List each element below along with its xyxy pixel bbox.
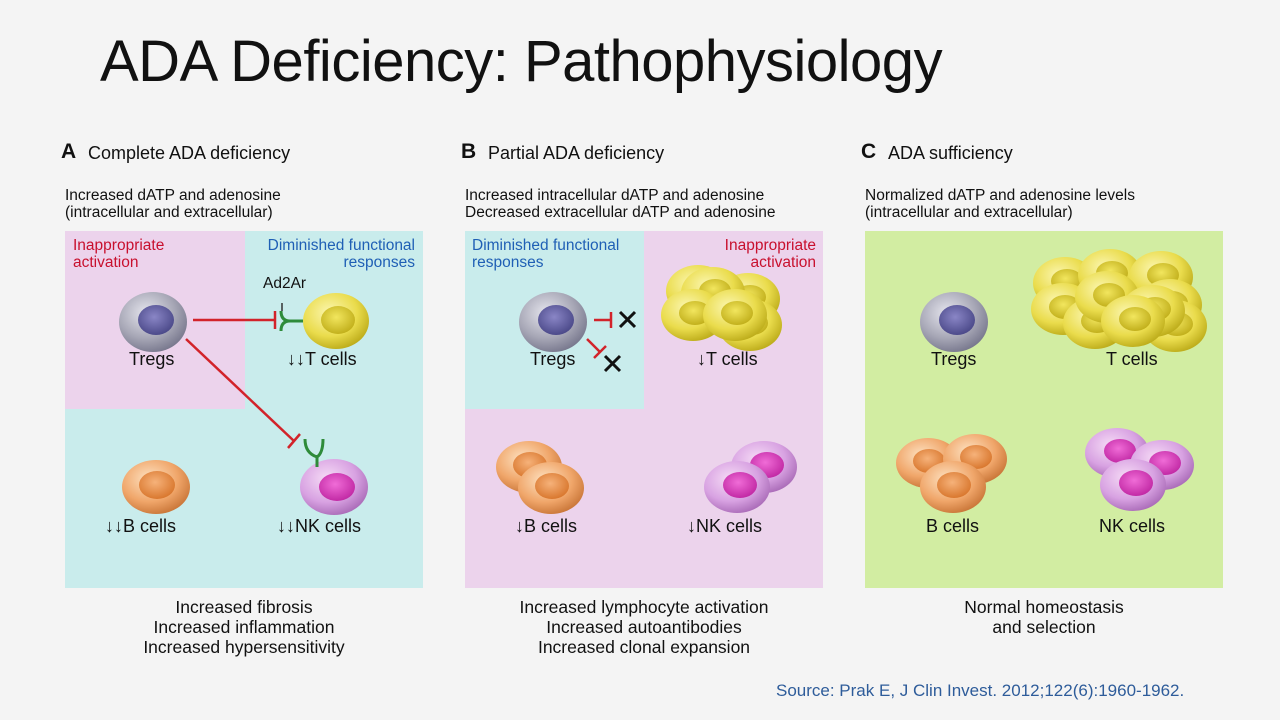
slide-title: ADA Deficiency: Pathophysiology (100, 29, 943, 94)
panel-c-outcomes: Normal homeostasis and selection (964, 597, 1124, 637)
nk-cells-label: NK cells (1099, 516, 1166, 536)
b-cells-label: ↓↓B cells (105, 516, 177, 536)
b-cells-label: ↓B cells (515, 516, 578, 536)
tregs-label: Tregs (530, 349, 576, 369)
ad2ar-receptor-icon (279, 303, 303, 332)
panel-c-heading: ADA sufficiency (888, 143, 1013, 163)
source-citation: Source: Prak E, J Clin Invest. 2012;122(… (776, 681, 1185, 700)
b-cell (122, 460, 190, 514)
panel-b-description: Increased intracellular dATP and adenosi… (465, 187, 776, 221)
panel-b-heading: Partial ADA deficiency (488, 143, 665, 163)
panel-a-heading: Complete ADA deficiency (88, 143, 291, 163)
b-cell-pair (496, 441, 584, 514)
treg-cell (519, 292, 587, 352)
panel-a-letter: A (61, 140, 77, 163)
treg-cell (119, 292, 187, 352)
ad2ar-label: Ad2Ar (263, 275, 307, 292)
panel-c-cells (896, 249, 1207, 513)
nk-cell (300, 459, 368, 515)
tregs-label: Tregs (931, 349, 977, 369)
nk-cells-label: ↓NK cells (687, 516, 763, 536)
panel-a-outcomes: Increased fibrosis Increased inflammatio… (143, 597, 345, 657)
nk-cell-pair (704, 441, 797, 513)
panel-b-outcomes: Increased lymphocyte activation Increase… (519, 597, 769, 657)
b-cells-label: B cells (926, 516, 980, 536)
t-cell-cluster (1031, 249, 1207, 352)
panel-a-cells (119, 292, 369, 515)
t-cell (303, 293, 369, 349)
t-cells-label: ↓↓T cells (287, 349, 357, 369)
panel-a-description: Increased dATP and adenosine(intracellul… (65, 187, 281, 221)
panel-c-diagram: Tregs T cells B cells NK cells (865, 231, 1223, 588)
tregs-label: Tregs (129, 349, 175, 369)
panel-c-letter: C (861, 140, 877, 163)
b-cell-cluster (896, 434, 1007, 513)
panel-c-description: Normalized dATP and adenosine levels(int… (865, 187, 1135, 221)
t-cell-cluster (661, 265, 782, 351)
nk-cell-cluster (1085, 428, 1194, 511)
t-cells-label: T cells (1106, 349, 1158, 369)
t-cells-label: ↓T cells (697, 349, 758, 369)
panel-b-letter: B (461, 140, 477, 163)
treg-cell (920, 292, 988, 352)
panel-b-cells (496, 265, 797, 514)
nk-cells-label: ↓↓NK cells (277, 516, 362, 536)
blocked-inhibition-icon (586, 310, 637, 373)
inhibition-arrow-t-cells (193, 311, 277, 329)
inhibition-arrow-nk-cells (185, 338, 325, 467)
